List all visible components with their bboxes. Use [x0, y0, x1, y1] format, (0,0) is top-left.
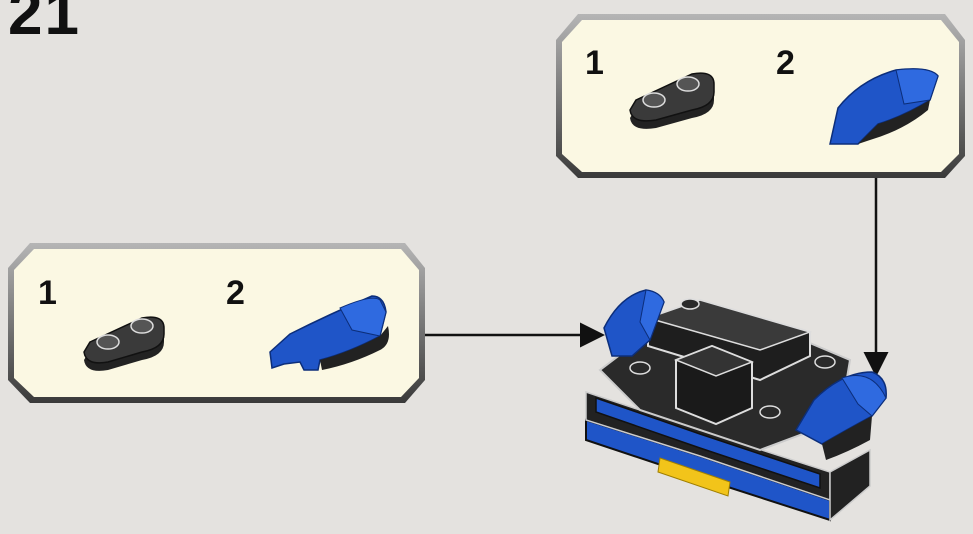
plate-1x2-round-icon [83, 316, 165, 371]
plate-1x2-round-icon [629, 72, 715, 129]
wedge-curved-blue-icon [829, 68, 939, 145]
callout-left [8, 243, 425, 403]
callout-top-right-item-1-label: 1 [585, 44, 604, 82]
callout-left-item-2-label: 2 [226, 274, 245, 312]
callout-top-right-item-2-label: 2 [776, 44, 795, 82]
model-assembly [585, 289, 887, 522]
callout-top-right [556, 14, 965, 178]
callout-left-item-1-label: 1 [38, 274, 57, 312]
step-number: 21 [8, 0, 81, 48]
wedge-curved-blue-icon [269, 295, 389, 371]
